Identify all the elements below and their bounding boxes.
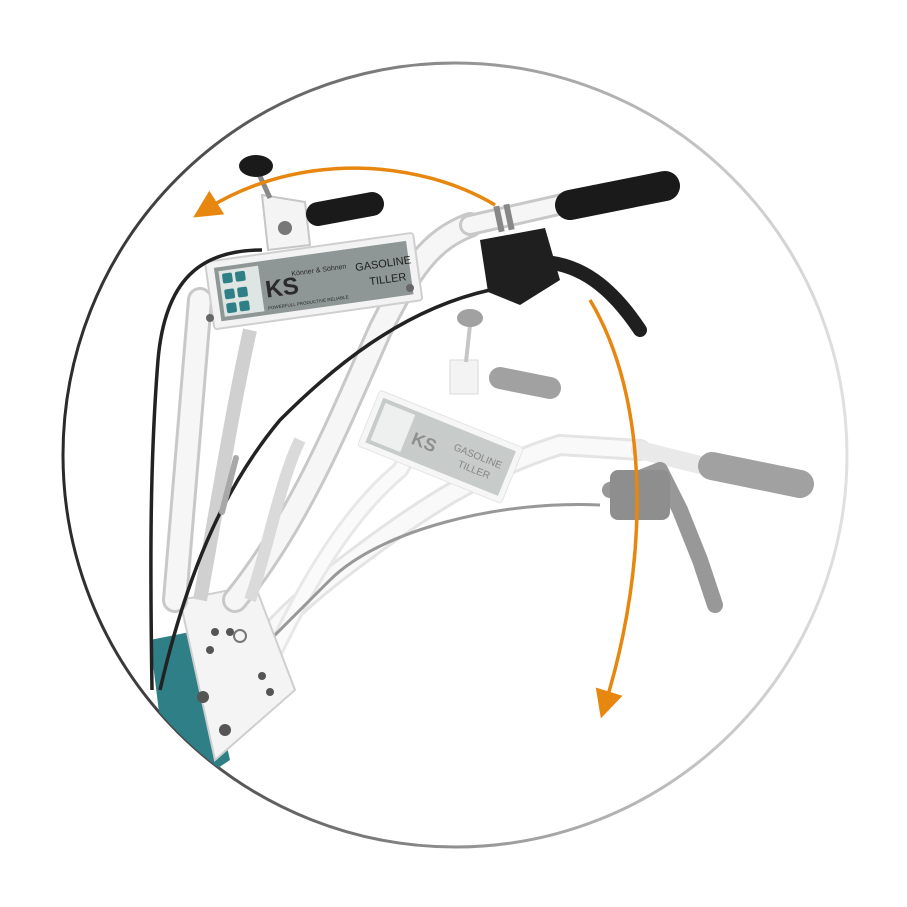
throttle-knob-icon	[239, 155, 273, 177]
ghost-right-grip	[698, 452, 814, 498]
ghost-left-grip	[489, 367, 561, 399]
ghost-throttle-knob-icon	[457, 309, 483, 327]
control-panel-label	[213, 240, 414, 322]
throttle-cable	[149, 248, 263, 691]
panel-product-line2: TILLER	[369, 271, 408, 288]
clutch-lever-housing	[480, 228, 560, 305]
right-grip	[555, 171, 680, 220]
clutch-lever	[538, 255, 647, 337]
handlebar-lowered-ghost: KS GASOLINE TILLER	[204, 309, 814, 731]
left-grip	[306, 192, 384, 226]
ghost-cable	[248, 502, 601, 662]
rotate-arrow-right-icon	[588, 299, 639, 719]
right-upright-tube	[225, 215, 480, 610]
handlebar-raised: KS Könner & Söhnen POWERFULL PRODUCTIVE …	[149, 155, 680, 800]
clutch-cable	[158, 288, 491, 691]
panel-logo: KS	[264, 272, 301, 303]
left-upright-tube	[165, 290, 210, 610]
rotate-arrow-top-icon	[193, 166, 496, 218]
